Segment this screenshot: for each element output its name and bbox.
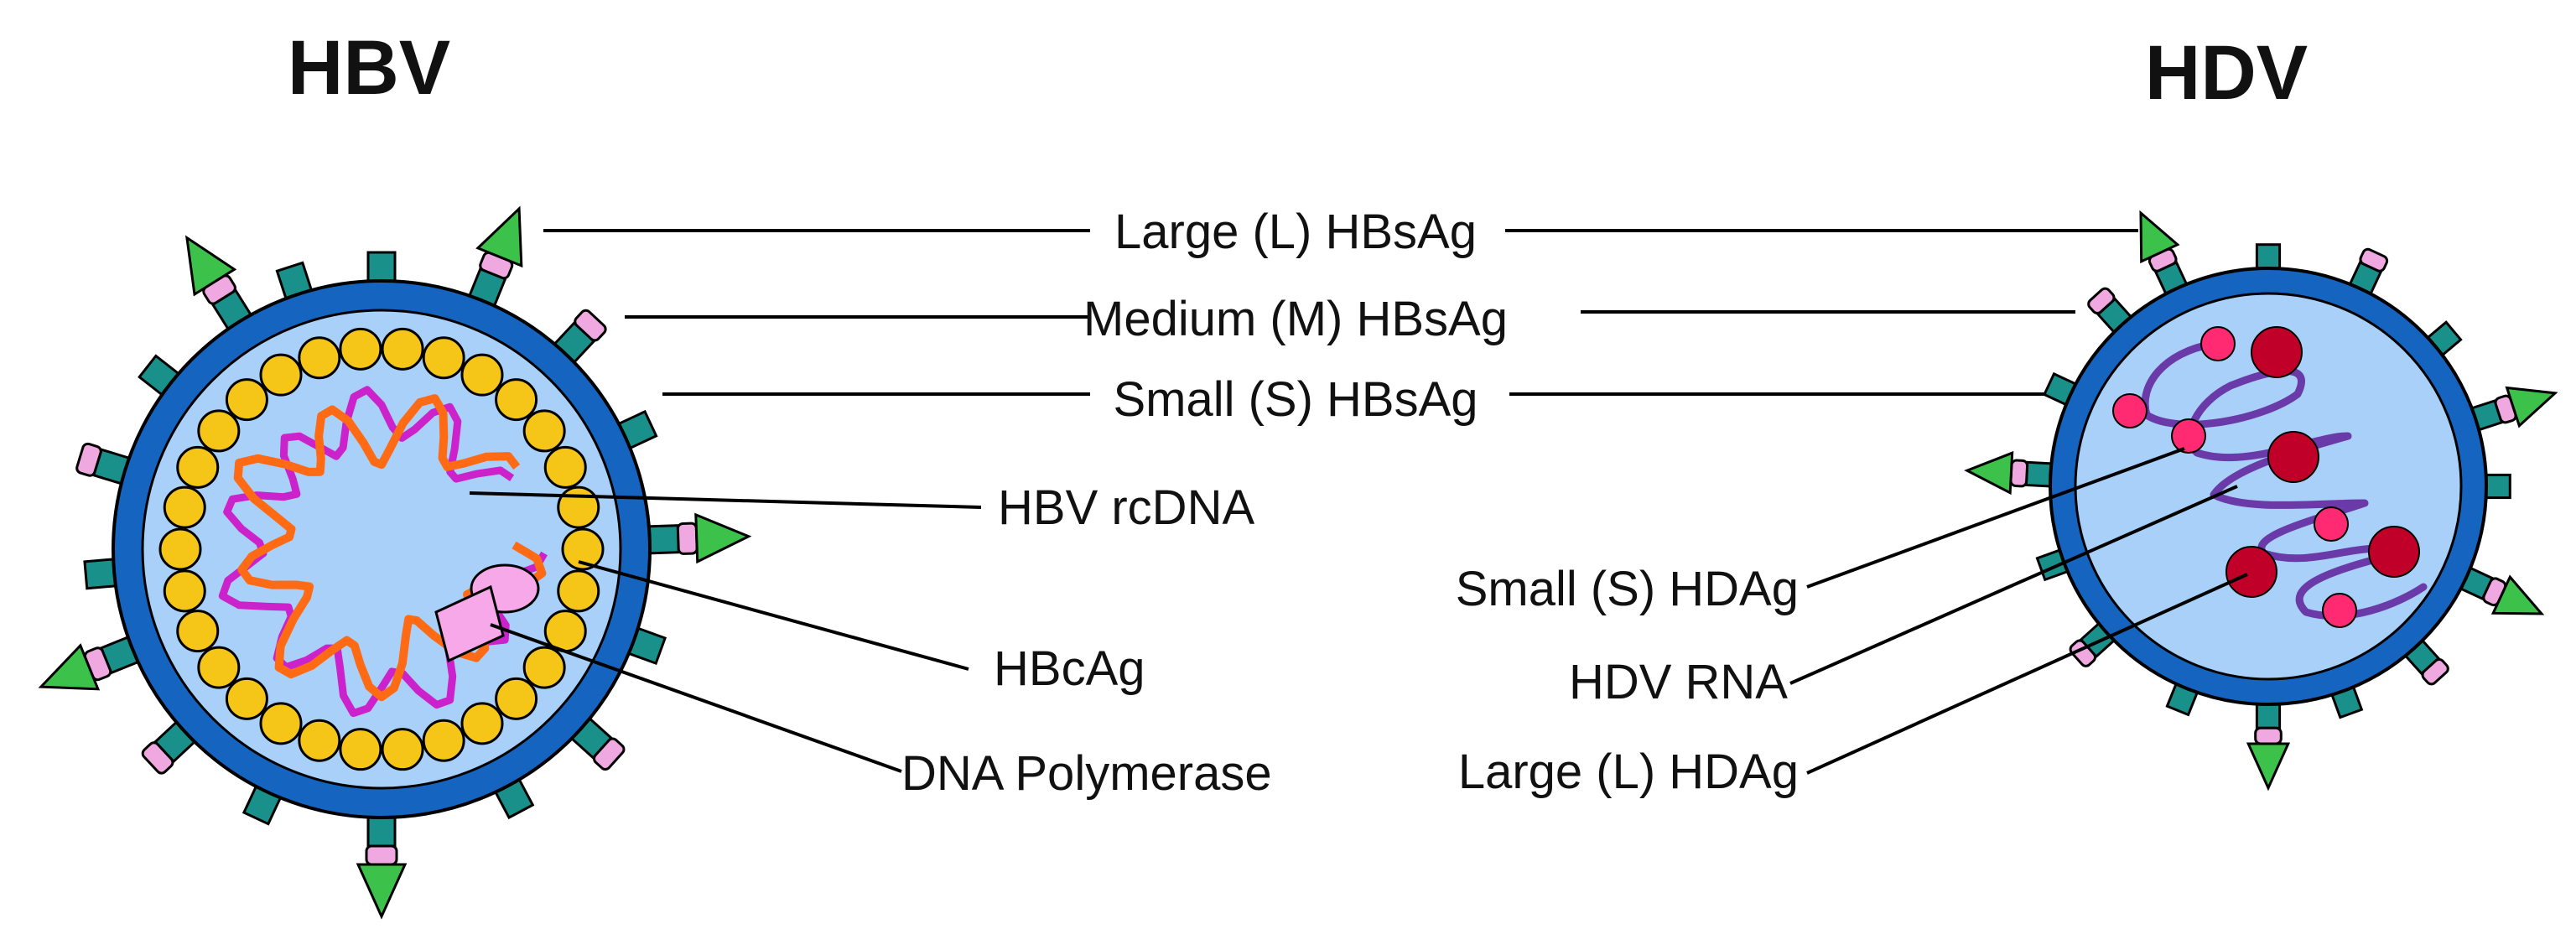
- capsid-subunit: [259, 353, 303, 397]
- capsid-subunit: [176, 445, 220, 489]
- dna-polymerase-shape: [434, 563, 540, 663]
- label-hbcag: HBcAg: [994, 641, 1145, 696]
- label-small-hbsag: Small (S) HBsAg: [1113, 372, 1478, 427]
- label-hbv-rcdna: HBV rcDNA: [998, 480, 1254, 535]
- capsid-subunit: [522, 646, 566, 689]
- small-hdag: [2314, 506, 2349, 542]
- capsid-subunit: [543, 445, 587, 489]
- capsid-subunit: [339, 728, 382, 771]
- label-large-hbsag: Large (L) HBsAg: [1114, 205, 1477, 259]
- large-hdag: [2251, 326, 2303, 378]
- hdv-interior: [2074, 292, 2463, 681]
- hdv-title: HDV: [2145, 30, 2308, 116]
- label-small-hdag: Small (S) HDAg: [1456, 562, 1799, 616]
- capsid-subunit: [298, 336, 341, 380]
- small-hdag: [2171, 418, 2206, 454]
- capsid-subunit: [495, 677, 538, 720]
- label-hdv-rna: HDV RNA: [1569, 655, 1788, 709]
- capsid-subunit: [422, 336, 465, 380]
- capsid-subunit: [176, 610, 220, 653]
- leader-rcdna: [469, 491, 982, 509]
- leader-s-hdag: [1806, 447, 2185, 589]
- small-hdag: [2112, 393, 2148, 428]
- hbv-particle: [112, 279, 652, 819]
- capsid-subunit: [197, 409, 241, 453]
- leader-l-hdag: [1806, 573, 2248, 775]
- capsid-subunit: [225, 677, 268, 720]
- capsid-subunit: [197, 646, 241, 689]
- capsid-subunit: [158, 527, 202, 571]
- leader-hbcag: [578, 560, 969, 671]
- capsid-subunit: [381, 728, 424, 771]
- capsid-subunit: [259, 702, 303, 745]
- small-hdag: [2322, 593, 2357, 628]
- large-hbsag-spike: [644, 512, 752, 564]
- capsid-subunit: [495, 378, 538, 422]
- hbv-title: HBV: [288, 25, 450, 111]
- small-hdag: [2200, 326, 2236, 361]
- hbv-capsid: [158, 327, 605, 771]
- large-hbsag-spike: [2246, 699, 2291, 792]
- capsid-subunit: [561, 527, 605, 571]
- hdv-particle: [2049, 267, 2488, 706]
- large-hbsag-spike: [356, 812, 408, 920]
- capsid-subunit: [163, 485, 206, 529]
- label-dna-polymerase: DNA Polymerase: [901, 746, 1272, 801]
- label-medium-hbsag: Medium (M) HBsAg: [1083, 292, 1508, 346]
- capsid-subunit: [225, 378, 268, 422]
- large-hdag: [2225, 546, 2277, 598]
- capsid-subunit: [460, 353, 504, 397]
- capsid-subunit: [381, 327, 424, 371]
- capsid-subunit: [163, 569, 206, 613]
- label-large-hdag: Large (L) HDAg: [1458, 745, 1799, 799]
- large-hdag: [2267, 431, 2319, 483]
- leader-polymerase: [490, 623, 902, 773]
- capsid-subunit: [339, 327, 382, 371]
- capsid-subunit: [460, 702, 504, 745]
- capsid-subunit: [557, 569, 600, 613]
- leader-hdv-rna: [1789, 485, 2238, 685]
- large-hbsag-spike: [1964, 450, 2056, 496]
- capsid-subunit: [557, 485, 600, 529]
- capsid-subunit: [298, 719, 341, 762]
- hdv-antigens: [2112, 326, 2420, 628]
- hbv-interior: [141, 309, 622, 790]
- capsid-subunit: [422, 719, 465, 762]
- large-hbsag-spike: [2467, 386, 2558, 433]
- leader-lines: [469, 229, 2248, 775]
- large-hdag: [2368, 526, 2420, 578]
- capsid-subunit: [522, 409, 566, 453]
